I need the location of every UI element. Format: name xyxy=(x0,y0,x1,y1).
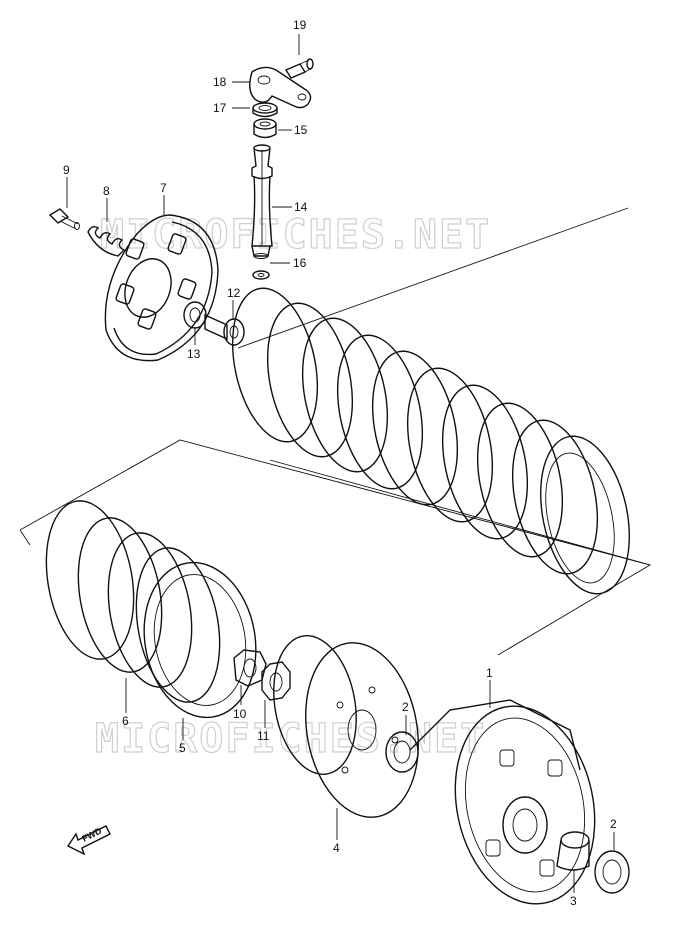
callout-16: 16 xyxy=(293,256,307,270)
judder-spring-5 xyxy=(143,561,257,719)
fwd-arrow-icon: FWD xyxy=(66,825,111,856)
callout-11: 11 xyxy=(257,729,270,743)
leader-lines xyxy=(66,34,615,893)
thrust-washer-2a xyxy=(385,731,419,773)
push-piece-12 xyxy=(204,313,245,346)
callout-5: 5 xyxy=(179,741,186,755)
fwd-label: FWD xyxy=(80,825,103,843)
clutch-bolt-9 xyxy=(48,208,80,230)
callout-3: 3 xyxy=(570,894,577,908)
oil-seal-17 xyxy=(252,102,278,118)
clutch-hub-nut-10 xyxy=(233,649,267,687)
washer-16 xyxy=(252,270,270,280)
callout-17: 17 xyxy=(213,101,227,115)
upper-plate-stack xyxy=(231,207,651,595)
callout-13: 13 xyxy=(187,347,201,361)
callout-2b: 2 xyxy=(610,817,617,831)
clutch-spring-8 xyxy=(87,225,126,257)
callout-12: 12 xyxy=(227,286,241,300)
spacer-3 xyxy=(556,831,590,871)
watermark-bottom: MICROFICHES.NET xyxy=(95,716,486,762)
watermark-top: MICROFICHES.NET xyxy=(100,212,491,258)
pressure-plate xyxy=(104,214,219,362)
lower-plate-stack xyxy=(45,500,221,703)
callout-18: 18 xyxy=(213,75,227,89)
callout-1: 1 xyxy=(486,666,493,680)
callout-numbers: 19 18 17 15 9 8 7 14 16 12 13 1 2 2 6 10… xyxy=(63,18,617,908)
release-shaft-14 xyxy=(251,144,273,259)
release-arm xyxy=(249,66,312,109)
callout-19: 19 xyxy=(293,18,307,32)
clutch-sleeve-hub xyxy=(273,635,419,818)
group-bracket xyxy=(19,439,652,656)
callout-14: 14 xyxy=(294,200,308,214)
bearing-15 xyxy=(253,118,277,139)
callout-4: 4 xyxy=(333,841,340,855)
callout-15: 15 xyxy=(294,123,308,137)
release-arm-bolt xyxy=(284,58,314,79)
callout-10: 10 xyxy=(233,707,247,721)
callout-8: 8 xyxy=(103,184,110,198)
callout-9: 9 xyxy=(63,163,70,177)
callout-7: 7 xyxy=(160,181,167,195)
callout-2a: 2 xyxy=(402,700,409,714)
callout-6: 6 xyxy=(122,714,129,728)
thrust-washer-2b xyxy=(594,850,630,894)
primary-driven-gear xyxy=(409,699,596,905)
